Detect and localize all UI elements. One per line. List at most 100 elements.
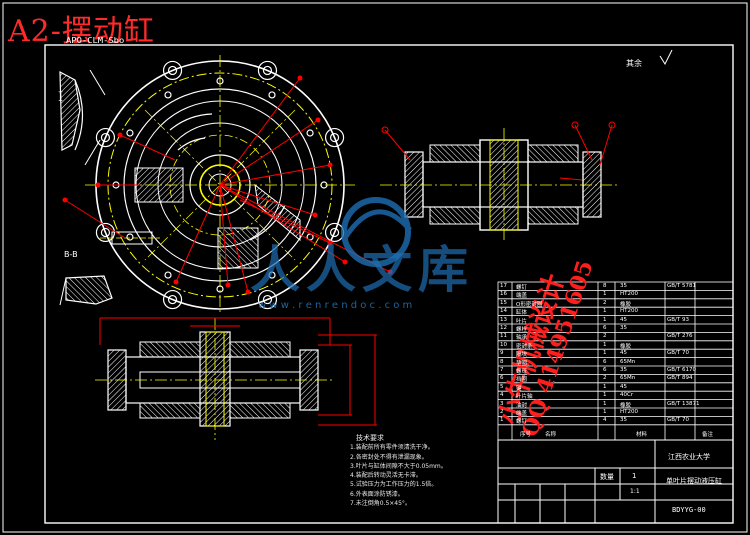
- parts-name: 油封: [516, 402, 528, 409]
- parts-material: HT200: [620, 308, 638, 315]
- parts-no: 16: [500, 291, 507, 298]
- parts-material: 橡胶: [620, 402, 632, 409]
- parts-material: 35: [620, 367, 627, 373]
- parts-name: 螺钉: [516, 419, 528, 426]
- col-name-header: 名称: [545, 432, 557, 438]
- screw-hole: [268, 271, 276, 279]
- parts-qty: 6: [603, 358, 607, 365]
- parts-qty: 1: [603, 409, 607, 415]
- watermark-url: w w w . r e n r e n d o c . c o m: [258, 300, 413, 311]
- parts-material: 35: [620, 283, 627, 289]
- leader-dot: [342, 259, 348, 265]
- watermark-logo: [341, 197, 412, 267]
- parts-no: 10: [500, 341, 507, 348]
- roughness-label: 其余: [626, 59, 642, 68]
- leader-dot: [225, 282, 231, 288]
- parts-remark: GB/T 70: [667, 350, 689, 357]
- parts-no: 13: [500, 316, 507, 323]
- parts-name: 叶片轴: [516, 394, 533, 401]
- parts-material: HT200: [620, 409, 638, 415]
- parts-no: 1: [500, 417, 504, 424]
- drawing-title: A2-摆动缸: [8, 14, 155, 49]
- leader-dot: [315, 117, 321, 123]
- parts-qty: 6: [603, 367, 607, 373]
- parts-no: 11: [500, 333, 507, 340]
- bolt-hole: [100, 227, 111, 238]
- parts-qty: 1: [603, 350, 607, 357]
- parts-material: 40Cr: [620, 392, 634, 399]
- flange-lobe: [324, 127, 345, 148]
- scale-label: APO-CLM-Sbo: [66, 36, 125, 45]
- note-item: 6.外表面涂防锈漆。: [350, 490, 404, 498]
- title-block-grid: [497, 439, 734, 524]
- parts-no: 6: [500, 375, 504, 382]
- parts-name: 挡圈: [516, 377, 528, 384]
- school-name: 江西农业大学: [668, 453, 710, 461]
- parts-name: 隔块: [516, 352, 528, 359]
- parts-qty: 2: [603, 375, 607, 382]
- parts-name: 轴承: [516, 335, 528, 342]
- parts-qty: 4: [603, 417, 607, 424]
- parts-remark: GB/T 93: [667, 316, 689, 323]
- parts-qty: 1: [603, 308, 607, 315]
- col-seq-header: 序号: [520, 432, 532, 438]
- drawing-name: 单叶片摆动液压缸: [666, 477, 722, 485]
- parts-qty: 1: [603, 392, 607, 399]
- parts-no: 5: [500, 383, 504, 390]
- detail-view-i: [59, 69, 106, 166]
- leader-dot: [387, 269, 393, 275]
- parts-material: 橡胶: [620, 343, 632, 350]
- parts-no: 8: [500, 358, 504, 365]
- parts-no: 3: [500, 400, 504, 407]
- drawing-code: BDYYG-00: [672, 506, 706, 514]
- parts-name: 端盖: [516, 411, 528, 417]
- leader-dot: [62, 197, 68, 203]
- parts-qty: 8: [603, 283, 607, 289]
- col-material-header: 材料: [636, 432, 648, 438]
- parts-no: 12: [500, 325, 507, 331]
- parts-qty: 1: [603, 400, 607, 407]
- note-item: 4.装配后转动灵活无卡滞。: [350, 472, 422, 480]
- parts-no: 9: [500, 350, 504, 357]
- notes-header: 技术要求: [356, 434, 384, 442]
- detail-label-i: I: [58, 90, 64, 105]
- circular-view: [62, 55, 393, 315]
- screw-hole: [126, 129, 134, 137]
- parts-material: 45: [620, 316, 627, 323]
- parts-name: 垫圈: [516, 360, 528, 367]
- section-bb-view: [59, 275, 113, 306]
- parts-qty: 2: [603, 333, 607, 340]
- count-label: 数量: [600, 473, 614, 481]
- watermark-brand: 人人文库: [250, 241, 474, 299]
- col-remark-header: 备注: [702, 432, 714, 438]
- parts-list-grid: [497, 281, 734, 441]
- bolt-hole: [329, 227, 340, 238]
- parts-no: 2: [500, 409, 504, 415]
- leader-dot: [117, 132, 123, 138]
- count-value: 1: [632, 472, 637, 480]
- parts-name: 螺栓: [516, 327, 528, 333]
- leader-dot: [327, 162, 333, 168]
- screw-hole: [164, 91, 172, 99]
- bolt-hole: [167, 65, 178, 76]
- parts-no: 4: [500, 392, 504, 399]
- parts-material: 橡胶: [620, 301, 632, 308]
- flange-lobe: [162, 60, 183, 81]
- note-item: 7.未注倒角0.5×45°。: [350, 500, 411, 508]
- parts-no: 7: [500, 367, 504, 373]
- parts-material: 65Mn: [620, 358, 636, 365]
- parts-qty: 1: [603, 316, 607, 323]
- screw-hole: [306, 129, 314, 137]
- parts-no: 14: [500, 308, 507, 315]
- parts-remark: GB/T 894: [667, 375, 693, 382]
- parts-qty: 1: [603, 383, 607, 390]
- parts-name: 螺钉: [516, 285, 528, 291]
- parts-remark: GB/T 13871: [667, 400, 700, 407]
- parts-material: 45: [620, 383, 627, 390]
- parts-name: 螺母: [516, 369, 528, 375]
- parts-name: 端盖: [516, 293, 528, 300]
- parts-qty: 1: [603, 341, 607, 348]
- parts-qty: 6: [603, 325, 607, 331]
